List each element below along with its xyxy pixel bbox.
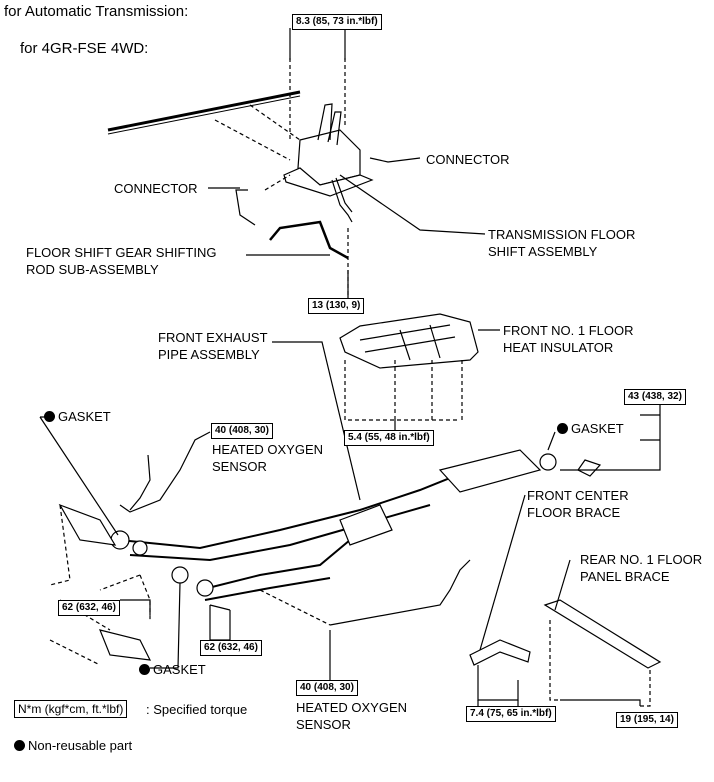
legend-torque-text: : Specified torque <box>146 702 248 717</box>
nonreusable-icon <box>14 740 25 751</box>
gasket-label: GASKET <box>44 409 111 425</box>
rear-brace-label-line1: REAR NO. 1 FLOOR <box>580 552 703 567</box>
o2-sensor-label-line1: HEATED OXYGEN <box>212 442 324 457</box>
shift-assembly-shape <box>283 103 374 223</box>
page-title: for Automatic Transmission: <box>4 3 189 20</box>
center-brace-label-line1: FRONT CENTER <box>527 488 629 503</box>
insulator-label-line2: HEAT INSULATOR <box>503 340 614 355</box>
transmission-label-line2: SHIFT ASSEMBLY <box>488 244 598 259</box>
o2-sensor-label-line2: SENSOR <box>212 459 267 474</box>
torque-label: 62 (632, 46) <box>200 640 262 656</box>
gasket-label: GASKET <box>139 662 206 678</box>
o2-sensor-label-line2: SENSOR <box>296 717 351 732</box>
exhaust-label-line2: PIPE ASSEMBLY <box>158 347 260 362</box>
connector-label: CONNECTOR <box>114 181 198 196</box>
nonreusable-icon <box>44 411 55 422</box>
rod-label-line1: FLOOR SHIFT GEAR SHIFTING <box>26 245 217 260</box>
torque-label: 5.4 (55, 48 in.*lbf) <box>344 430 434 446</box>
torque-label: 40 (408, 30) <box>296 680 358 696</box>
torque-label: 19 (195, 14) <box>616 712 678 728</box>
torque-label: 43 (438, 32) <box>624 389 686 405</box>
rod-label-line2: ROD SUB-ASSEMBLY <box>26 262 159 277</box>
insulator-label-line1: FRONT NO. 1 FLOOR <box>503 323 634 338</box>
nonreusable-icon <box>557 423 568 434</box>
torque-label: 7.4 (75, 65 in.*lbf) <box>466 706 556 722</box>
legend-torque-box: N*m (kgf*cm, ft.*lbf) <box>14 700 128 718</box>
rear-brace-shape <box>543 599 662 669</box>
page-subtitle: for 4GR-FSE 4WD: <box>20 40 149 57</box>
center-brace-label-line2: FLOOR BRACE <box>527 505 621 520</box>
center-brace-shape <box>469 639 531 666</box>
exhaust-pipe-shape <box>119 449 542 601</box>
legend-nonreusable: Non-reusable part <box>14 738 132 754</box>
rear-brace-label-line2: PANEL BRACE <box>580 569 670 584</box>
o2-sensor-label-line1: HEATED OXYGEN <box>296 700 408 715</box>
heat-insulator-shape <box>339 313 479 369</box>
torque-label: 8.3 (85, 73 in.*lbf) <box>292 14 382 30</box>
torque-label: 40 (408, 30) <box>211 423 273 439</box>
torque-label: 62 (632, 46) <box>58 600 120 616</box>
shift-cable <box>107 90 301 132</box>
torque-label: 13 (130, 9) <box>308 298 365 314</box>
transmission-label-line1: TRANSMISSION FLOOR <box>488 227 636 242</box>
exhaust-label-line1: FRONT EXHAUST <box>158 330 268 345</box>
nonreusable-icon <box>139 664 150 675</box>
connector-label: CONNECTOR <box>426 152 510 167</box>
gasket-label: GASKET <box>557 421 624 437</box>
